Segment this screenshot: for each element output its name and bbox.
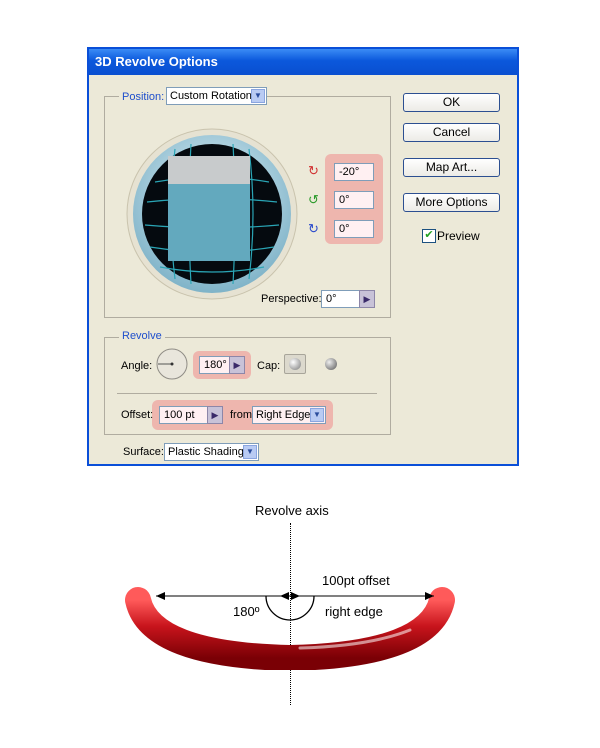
edge-annotation: right edge: [325, 604, 383, 619]
from-select-value: Right Edge: [256, 409, 311, 421]
revolve-divider: [117, 393, 377, 394]
angle-spin-button[interactable]: ▶: [229, 356, 245, 374]
revolve-axis-line: [290, 523, 291, 705]
preview-checkbox[interactable]: ✔: [422, 229, 436, 243]
x-axis-rotate-icon: ↻: [308, 163, 319, 178]
surface-label: Surface:: [123, 446, 164, 458]
z-rotation-input[interactable]: 0°: [334, 220, 374, 238]
map-art-button[interactable]: Map Art...: [403, 158, 500, 177]
revolve-legend: Revolve: [119, 330, 165, 342]
ok-button[interactable]: OK: [403, 93, 500, 112]
angle-input[interactable]: 180°: [199, 356, 231, 374]
cancel-button[interactable]: Cancel: [403, 123, 500, 142]
offset-input[interactable]: 100 pt: [159, 406, 209, 424]
chevron-down-icon: ▼: [243, 445, 257, 459]
position-legend: Position:: [119, 91, 168, 103]
cap-label: Cap:: [257, 360, 281, 372]
perspective-spin-button[interactable]: ▶: [359, 290, 375, 308]
track-cube-widget[interactable]: [125, 127, 299, 301]
more-options-button[interactable]: More Options: [403, 193, 500, 212]
perspective-label: Perspective:: [261, 293, 322, 305]
z-axis-rotate-icon: ↻: [308, 221, 319, 236]
x-rotation-input[interactable]: -20°: [334, 163, 374, 181]
chevron-down-icon: ▼: [310, 408, 324, 422]
preview-label: Preview: [437, 229, 480, 243]
revolve-axis-label: Revolve axis: [255, 503, 329, 518]
y-axis-rotate-icon: ↺: [308, 192, 319, 207]
y-rotation-input[interactable]: 0°: [334, 191, 374, 209]
cap-off-icon[interactable]: [325, 358, 337, 370]
revolved-tube-illustration: [125, 587, 455, 670]
from-label: from: [230, 409, 252, 421]
angle-dial[interactable]: [155, 347, 189, 381]
angle-label: Angle:: [121, 360, 153, 372]
offset-spin-button[interactable]: ▶: [207, 406, 223, 424]
dialog-title: 3D Revolve Options: [89, 49, 517, 75]
revolve-group: [104, 337, 391, 435]
revolve-options-dialog: 3D Revolve Options Position: Custom Rota…: [87, 47, 519, 466]
chevron-down-icon: ▼: [251, 89, 265, 103]
dimension-annotations: [156, 592, 434, 621]
surface-select[interactable]: Plastic Shading ▼: [164, 443, 259, 461]
cap-on-button[interactable]: [284, 354, 306, 374]
cap-on-icon: [289, 358, 301, 370]
surface-select-value: Plastic Shading: [168, 446, 244, 458]
position-select[interactable]: Custom Rotation ▼: [166, 87, 267, 105]
position-select-value: Custom Rotation: [170, 90, 252, 102]
angle-annotation: 180º: [233, 604, 260, 619]
offset-label: Offset:: [121, 409, 154, 421]
offset-annotation: 100pt offset: [322, 573, 390, 588]
from-select[interactable]: Right Edge ▼: [252, 406, 326, 424]
perspective-input[interactable]: 0°: [321, 290, 361, 308]
